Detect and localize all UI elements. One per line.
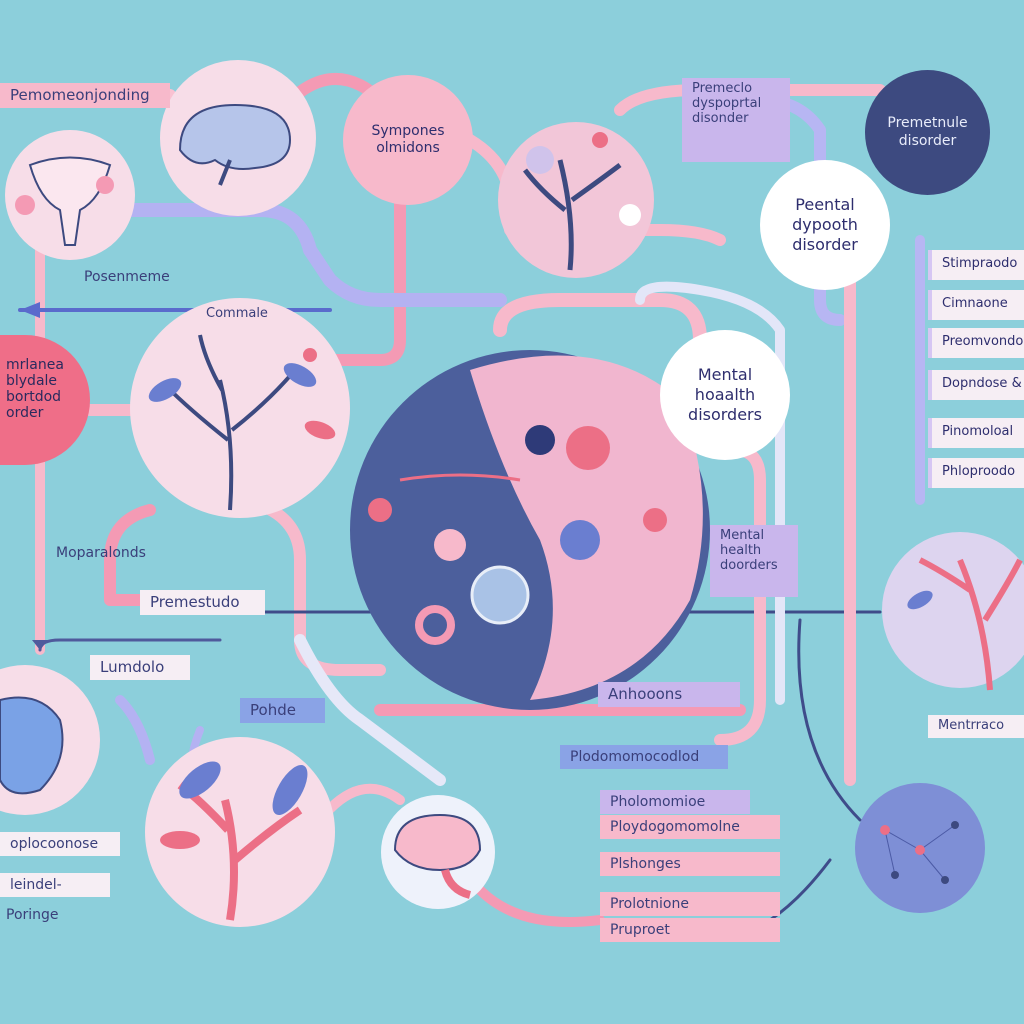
tree-illustration-left — [130, 298, 350, 518]
mental-health-node: Mental hoaalth disorders — [660, 330, 790, 460]
brain-illustration-bottom — [381, 795, 495, 909]
label-list-2: Ploydogomomolne — [600, 815, 780, 840]
brain-illustration-top — [160, 60, 316, 216]
label-list-5: Pruproet — [600, 918, 780, 943]
label-pohde: Pohde — [240, 698, 325, 724]
premenstrual-disorder-node: Premetnule disorder — [865, 70, 990, 195]
side-tab-3: Preomvondo — [928, 328, 1024, 358]
label-commale: Commale — [206, 306, 268, 321]
label-bottom-left-2: leindel- — [0, 873, 110, 898]
label-list-4: Prolotnione — [600, 892, 780, 917]
central-brain-tree-illustration — [350, 350, 710, 710]
label-plodomo: Plodomomocodlod — [560, 745, 728, 770]
label-premestudo: Premestudo — [140, 590, 265, 616]
label-mental-small: Mental health doorders — [710, 525, 798, 597]
tree-illustration-bottom — [145, 737, 335, 927]
label-lumdolo: Lumdolo — [90, 655, 190, 681]
label-premenstrual-top: Premeclo dyspoprtal disonder — [682, 78, 790, 162]
premenstrual-disorder-label: Premetnule disorder — [887, 115, 968, 149]
label-list-1: Pholomomioe — [600, 790, 750, 815]
mental-health-label: Mental hoaalth disorders — [688, 365, 762, 424]
peental-disorder-node: Peental dypooth disorder — [760, 160, 890, 290]
label-top-left: Pemomeonjonding — [0, 83, 170, 109]
uterus-illustration — [5, 130, 135, 260]
peental-disorder-label: Peental dypooth disorder — [792, 195, 858, 254]
side-tab-2: Cimnaone — [928, 290, 1024, 320]
symptoms-label: Sympones olmidons — [371, 122, 445, 157]
label-bottom-left-1: oplocoonose — [0, 832, 120, 857]
symptoms-node: Sympones olmidons — [343, 75, 473, 205]
tree-illustration-right — [882, 532, 1024, 691]
tree-illustration-top — [498, 122, 654, 278]
network-illustration — [855, 783, 985, 913]
label-anhooons: Anhooons — [598, 682, 740, 708]
label-mopparalonds: Moparalonds — [56, 545, 146, 561]
label-list-3: Plshonges — [600, 852, 780, 877]
brain-illustration-left — [0, 665, 100, 815]
label-mentrrace: Mentrraco — [928, 715, 1024, 738]
side-tab-1: Stimpraodo — [928, 250, 1024, 280]
label-posenmeme: Posenmeme — [84, 269, 170, 285]
side-tab-4: Dopndose & — [928, 370, 1024, 400]
side-tab-5: Pinomoloal — [928, 418, 1024, 448]
side-tab-6: Phloproodo — [928, 458, 1024, 488]
label-bottom-left-3: Poringe — [6, 907, 59, 923]
